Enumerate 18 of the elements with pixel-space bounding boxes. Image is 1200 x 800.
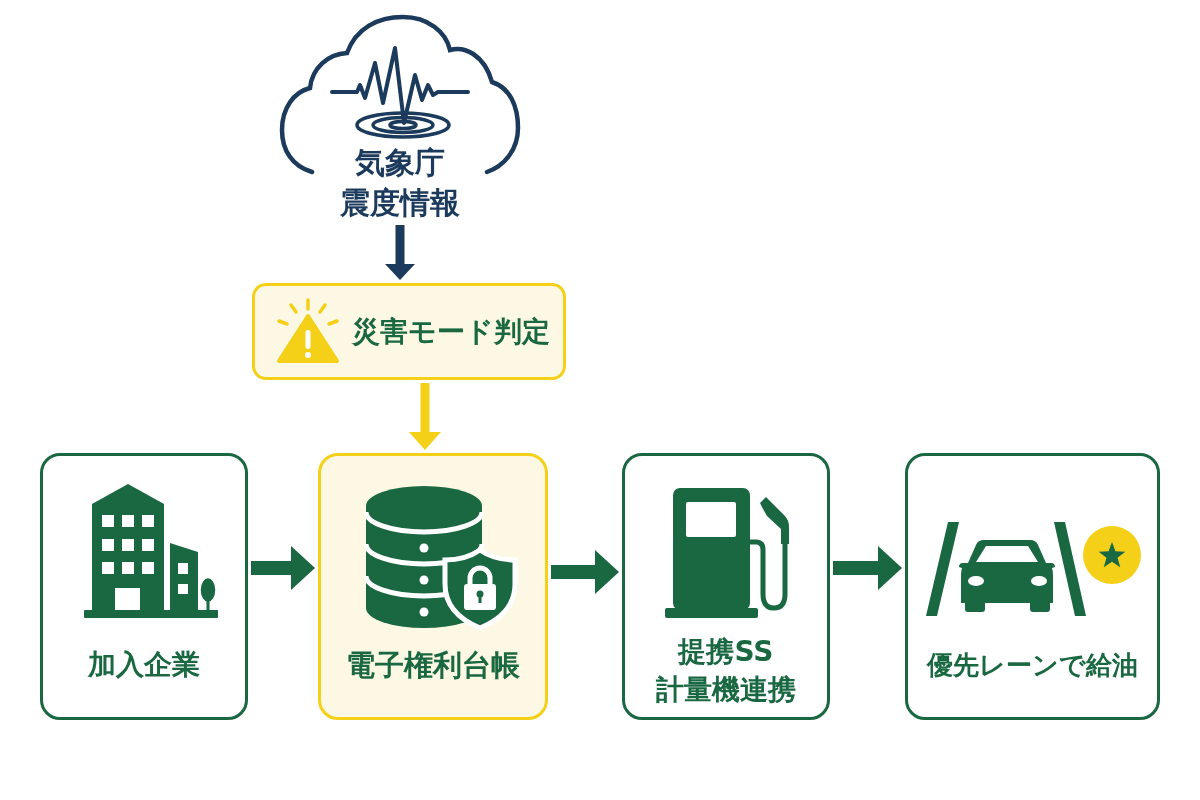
process-box xyxy=(622,453,830,720)
process-box xyxy=(318,453,548,720)
node-label: 計量機連携 xyxy=(656,671,796,708)
arrow xyxy=(833,546,902,590)
node-label: 電子権利台帳 xyxy=(346,646,520,684)
process-box xyxy=(40,453,248,720)
arrow xyxy=(385,225,415,280)
node-label: 提携SS xyxy=(678,633,774,670)
node-label: 震度情報 xyxy=(340,184,460,222)
arrow xyxy=(551,550,619,594)
alert-box xyxy=(252,283,566,380)
arrow xyxy=(409,383,441,450)
node-label: 優先レーンで給油 xyxy=(927,648,1138,682)
arrow xyxy=(251,546,315,590)
process-box xyxy=(905,453,1160,720)
node-label: 気象庁 xyxy=(355,144,445,182)
node-label: 加入企業 xyxy=(88,646,200,683)
node-label: 災害モード判定 xyxy=(351,313,550,350)
